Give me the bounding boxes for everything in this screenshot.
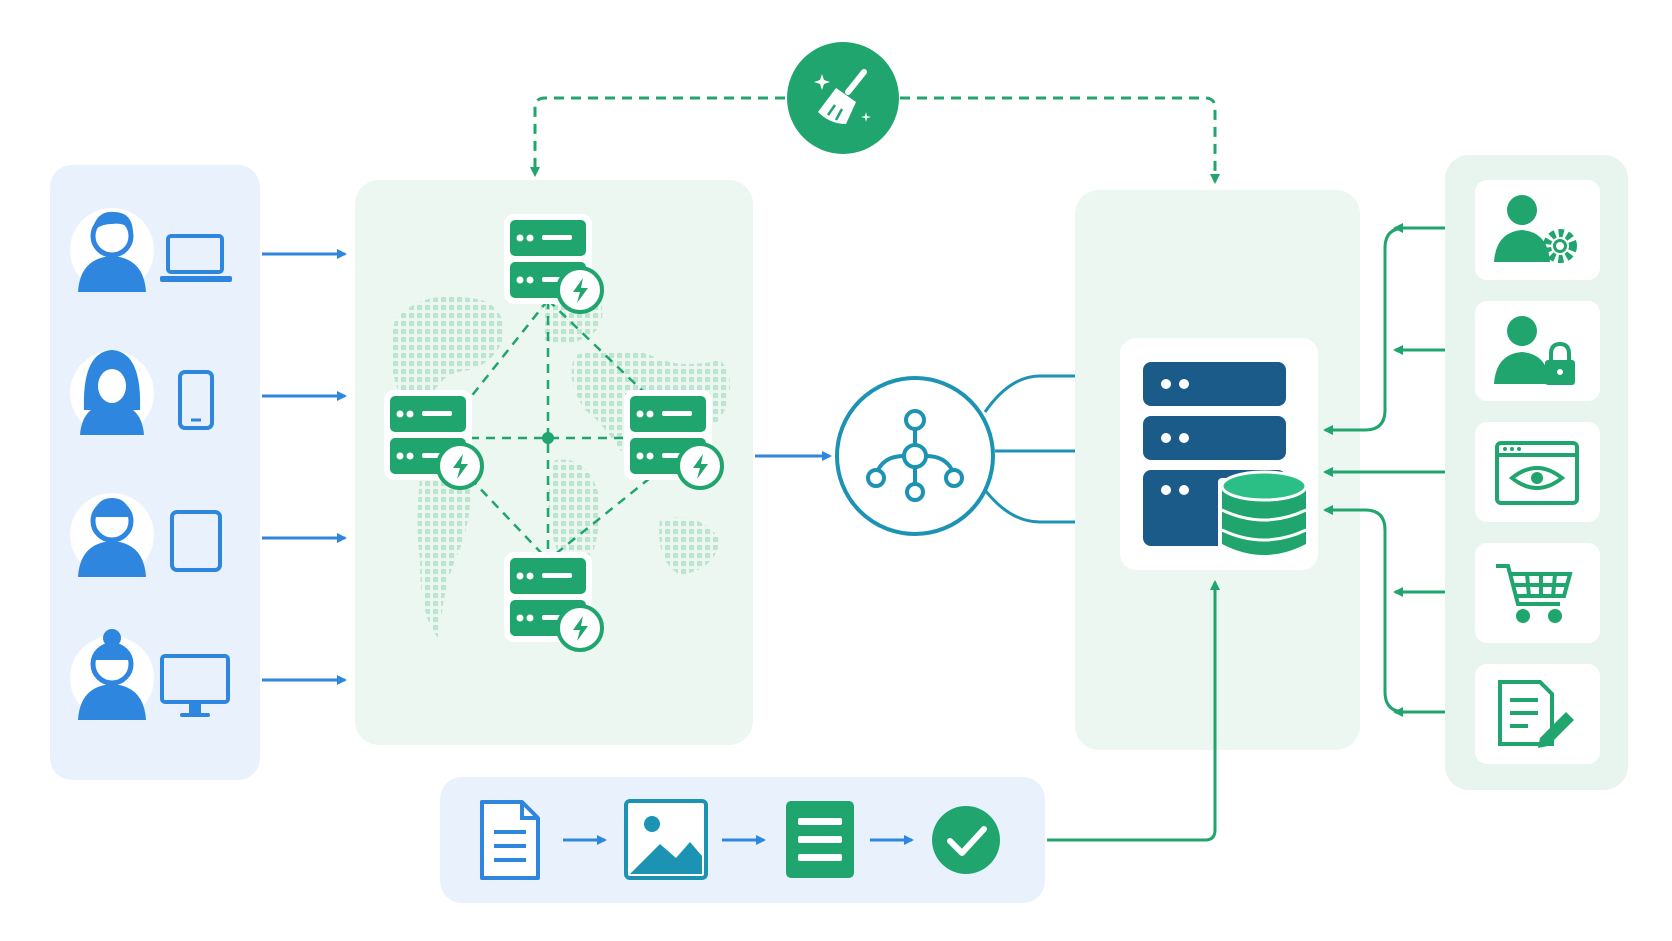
client-row-4 bbox=[70, 629, 230, 720]
female-bun-user-icon bbox=[70, 629, 154, 720]
client-row-2 bbox=[70, 350, 214, 435]
edge-server-right bbox=[624, 390, 724, 490]
source-shopping-cart bbox=[1475, 543, 1600, 643]
user-icon bbox=[70, 493, 154, 577]
edge-server-left bbox=[384, 390, 484, 490]
tablet-icon bbox=[170, 510, 222, 572]
source-browser-view bbox=[1475, 422, 1600, 522]
data-sources-panel bbox=[1445, 155, 1628, 790]
user-settings-icon bbox=[1494, 195, 1577, 263]
edge-server-bottom bbox=[504, 552, 604, 652]
pipeline-to-origin-arrow bbox=[1047, 580, 1220, 842]
female-user-icon bbox=[70, 350, 154, 435]
origin-panel bbox=[1075, 190, 1360, 750]
network-hub-icon bbox=[866, 409, 964, 502]
clients-panel bbox=[50, 165, 260, 780]
image-icon bbox=[624, 799, 708, 880]
edge-network-panel bbox=[355, 180, 753, 745]
male-user-icon bbox=[70, 208, 154, 292]
edge-mesh-links bbox=[469, 299, 651, 561]
sources-to-origin-arrows bbox=[1323, 223, 1445, 717]
browser-eye-icon bbox=[1495, 441, 1579, 505]
client-to-edge-arrows bbox=[262, 249, 347, 685]
client-row-3 bbox=[70, 493, 222, 577]
processing-pipeline-panel bbox=[440, 777, 1045, 903]
document-icon bbox=[480, 800, 540, 880]
client-row-1 bbox=[70, 208, 232, 292]
laptop-icon bbox=[160, 234, 232, 282]
cache-purge-loop bbox=[530, 42, 1220, 184]
load-balancer bbox=[835, 376, 995, 536]
edit-document-icon bbox=[1498, 680, 1574, 748]
list-icon bbox=[786, 801, 854, 878]
desktop-monitor-icon bbox=[160, 654, 230, 717]
database-icon bbox=[1218, 470, 1310, 556]
source-user-settings bbox=[1475, 180, 1600, 280]
mesh-center-node bbox=[542, 432, 554, 444]
check-circle-icon bbox=[932, 806, 1000, 874]
smartphone-icon bbox=[178, 370, 214, 430]
edge-server-top bbox=[504, 214, 604, 314]
broom-icon bbox=[814, 69, 871, 124]
source-user-lock bbox=[1475, 301, 1600, 401]
source-edit-document bbox=[1475, 664, 1600, 764]
user-lock-icon bbox=[1494, 316, 1575, 385]
shopping-cart-icon bbox=[1496, 564, 1573, 623]
